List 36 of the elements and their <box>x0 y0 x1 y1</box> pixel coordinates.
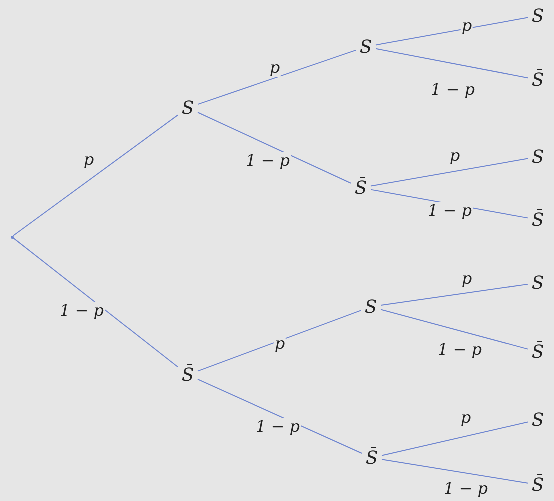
edge-label: 1 − p <box>245 152 291 170</box>
tree-branch <box>376 17 528 46</box>
tree-branch <box>382 422 528 456</box>
tree-branch <box>13 114 178 236</box>
tree-branch <box>198 310 362 372</box>
outcome-label: S̄ <box>528 339 548 365</box>
outcome-label: S̄ <box>351 175 371 201</box>
outcome-label: S <box>528 144 548 170</box>
tree-branch <box>198 50 356 106</box>
edge-label: 1 − p <box>437 341 483 359</box>
outcome-label: S <box>361 294 381 320</box>
branch-point <box>10 236 14 238</box>
tree-branch <box>380 284 528 306</box>
outcome-label: S̄ <box>528 472 548 498</box>
outcome-label: S̄ <box>528 67 548 93</box>
edge-label: 1 − p <box>59 302 105 320</box>
outcome-label: S̄ <box>362 445 382 471</box>
outcome-label: S <box>528 3 548 29</box>
outcome-label: S <box>178 95 198 121</box>
tree-branch <box>382 459 528 484</box>
tree-branch <box>13 238 178 368</box>
edge-label: p <box>274 335 286 353</box>
tree-branch <box>198 379 362 454</box>
edge-label: 1 − p <box>427 202 473 220</box>
tree-branch <box>376 48 528 79</box>
edge-label: 1 − p <box>255 418 301 436</box>
outcome-label: S <box>528 407 548 433</box>
edge-label: 1 − p <box>430 81 476 99</box>
outcome-label: S̄ <box>528 207 548 233</box>
tree-branch <box>380 309 528 350</box>
edge-label: 1 − p <box>443 480 489 498</box>
outcome-label: S <box>528 270 548 296</box>
tree-branch <box>198 112 352 184</box>
tree-branch <box>370 158 528 187</box>
outcome-label: S̄ <box>178 362 198 388</box>
outcome-label: S <box>356 34 376 60</box>
